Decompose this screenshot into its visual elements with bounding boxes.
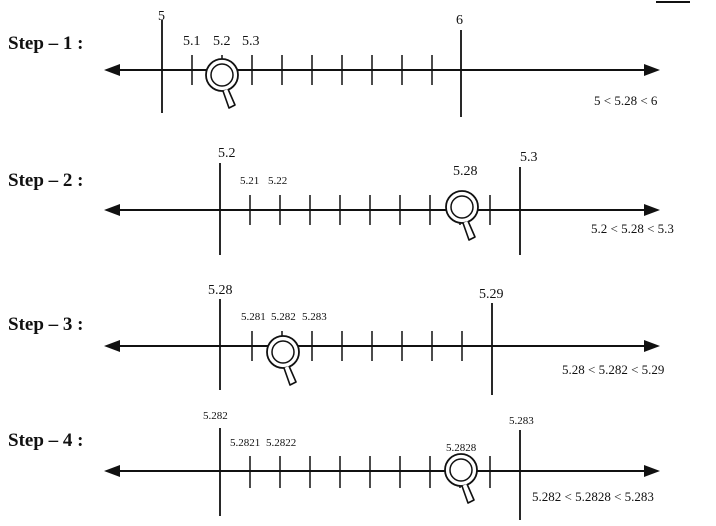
left-bound-label: 5	[158, 9, 165, 24]
step-4: Step – 4 : 5.282 5.283 5.2821 5.2822 5.2…	[8, 410, 660, 520]
sub-tick-label: 5.21	[240, 175, 259, 187]
sub-tick-label: 5.2	[213, 34, 231, 49]
right-arrow-icon	[644, 64, 660, 76]
highlight-label: 5.2828	[446, 442, 477, 454]
sub-tick-label: 5.281	[241, 311, 266, 323]
sub-tick-label: 5.282	[271, 311, 296, 323]
relation-text: 5.28 < 5.282 < 5.29	[562, 362, 664, 377]
left-arrow-icon	[104, 340, 120, 352]
right-arrow-icon	[644, 204, 660, 216]
magnifying-glass-icon	[444, 453, 478, 504]
left-arrow-icon	[104, 204, 120, 216]
sub-tick-label: 5.2822	[266, 437, 296, 449]
left-arrow-icon	[104, 465, 120, 477]
step-1: Step – 1 : 5 6 5.1 5.2 5.3 5 < 5.28 < 6	[8, 9, 660, 117]
step-label: Step – 1 :	[8, 33, 83, 54]
magnifying-glass-icon	[445, 190, 479, 241]
highlight-label: 5.28	[453, 164, 478, 179]
step-3: Step – 3 : 5.28 5.29 5.281 5.282 5.283 5…	[8, 283, 664, 395]
step-label: Step – 2 :	[8, 170, 83, 191]
relation-text: 5.2 < 5.28 < 5.3	[591, 221, 674, 236]
magnifying-glass-icon	[266, 335, 300, 386]
relation-text: 5.282 < 5.2828 < 5.283	[532, 489, 654, 504]
right-bound-label: 6	[456, 13, 463, 28]
sub-tick-label: 5.1	[183, 34, 201, 49]
step-label: Step – 3 :	[8, 314, 83, 335]
left-bound-label: 5.28	[208, 283, 233, 298]
relation-text: 5 < 5.28 < 6	[594, 93, 658, 108]
left-bound-label: 5.2	[218, 146, 236, 161]
step-label: Step – 4 :	[8, 430, 83, 451]
magnifying-glass-icon	[205, 58, 239, 109]
step-2: Step – 2 : 5.2 5.3 5.21 5.22 5.28 5.2 < …	[8, 146, 674, 255]
sub-tick-label: 5.22	[268, 175, 287, 187]
right-arrow-icon	[644, 340, 660, 352]
left-arrow-icon	[104, 64, 120, 76]
right-arrow-icon	[644, 465, 660, 477]
left-bound-label: 5.282	[203, 410, 228, 422]
sub-tick-label: 5.2821	[230, 437, 260, 449]
sub-tick-label: 5.283	[302, 311, 327, 323]
right-bound-label: 5.3	[520, 150, 538, 165]
right-bound-label: 5.283	[509, 415, 534, 427]
sub-tick-label: 5.3	[242, 34, 260, 49]
right-bound-label: 5.29	[479, 287, 504, 302]
